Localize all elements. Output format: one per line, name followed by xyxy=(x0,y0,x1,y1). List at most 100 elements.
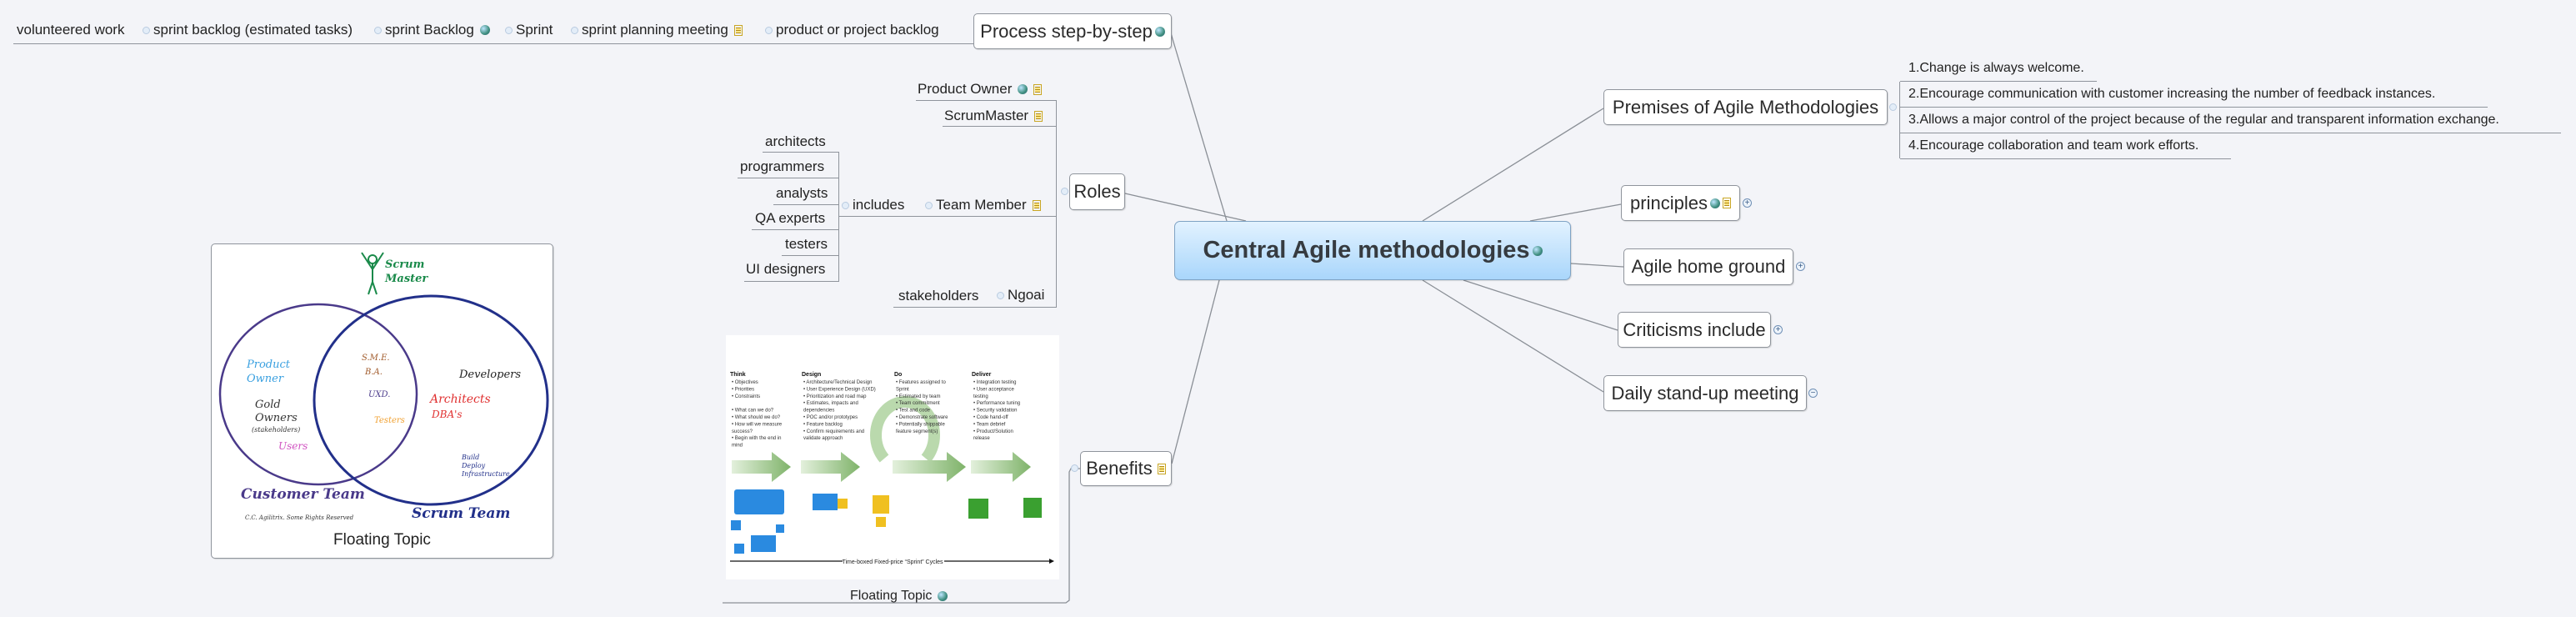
note-icon[interactable] xyxy=(1032,199,1041,211)
column-bullet: • Team debrief xyxy=(973,422,1006,427)
underline xyxy=(893,307,1057,308)
role-team-member[interactable]: Team Member xyxy=(925,197,1041,213)
collapse-icon[interactable] xyxy=(925,201,933,209)
step-sprint[interactable]: Sprint xyxy=(505,22,553,38)
topic-label: Agile home ground xyxy=(1631,256,1786,277)
underline xyxy=(773,204,839,205)
step-label: sprint backlog (estimated tasks) xyxy=(153,22,353,38)
pic-text: C.C. Agilitrix. Some Rights Reserved xyxy=(245,514,354,521)
member-programmers[interactable]: programmers xyxy=(740,158,824,175)
column-bullet: • Demonstrate software xyxy=(896,415,948,420)
step-product-backlog[interactable]: product or project backlog xyxy=(765,22,939,38)
pic-text: UXD. xyxy=(368,390,390,399)
topic-label: principles xyxy=(1630,192,1708,213)
topic-benefits[interactable]: Benefits xyxy=(1080,451,1172,486)
floating-topic-label: Floating Topic xyxy=(850,589,933,603)
member-label: analysts xyxy=(776,185,828,201)
process-branch-line xyxy=(13,43,973,44)
topic-agile-home-ground[interactable]: Agile home ground xyxy=(1623,248,1793,285)
note-icon[interactable] xyxy=(733,24,743,36)
collapse-icon[interactable] xyxy=(374,26,382,34)
expand-icon[interactable]: + xyxy=(1743,198,1752,208)
column-bullet: Sprint xyxy=(896,387,909,392)
expand-icon[interactable]: + xyxy=(1773,325,1783,334)
column-bullet: • Objectives xyxy=(732,380,758,385)
collapse-icon[interactable] xyxy=(765,26,773,34)
note-icon[interactable] xyxy=(1034,110,1043,122)
collapse-icon[interactable] xyxy=(1071,464,1078,472)
topic-roles[interactable]: Roles xyxy=(1069,173,1125,210)
collapse-icon[interactable] xyxy=(842,201,849,209)
member-testers[interactable]: testers xyxy=(785,236,828,253)
note-icon[interactable] xyxy=(1033,83,1043,95)
column-bullet: • Prioritization and road map xyxy=(803,394,867,399)
topic-process-step-by-step[interactable]: Process step-by-step xyxy=(973,13,1172,49)
agile-cycle-picture: Think• Objectives• Priorities• Constrain… xyxy=(726,335,1059,579)
role-label: Product Owner xyxy=(918,81,1013,97)
role-scrummaster[interactable]: ScrumMaster xyxy=(944,108,1043,124)
member-ui-designers[interactable]: UI designers xyxy=(746,261,825,278)
globe-icon xyxy=(938,591,948,601)
underline xyxy=(763,152,839,153)
globe-icon xyxy=(1709,198,1720,208)
collapse-icon[interactable] xyxy=(505,26,513,34)
collapse-icon[interactable] xyxy=(997,291,1004,299)
column-bullet: • Test and code xyxy=(896,409,931,414)
expand-icon[interactable]: + xyxy=(1796,262,1805,271)
members-bracket xyxy=(838,152,839,281)
collapse-icon[interactable]: − xyxy=(1808,389,1818,398)
role-product-owner[interactable]: Product Owner xyxy=(918,81,1043,98)
collapse-icon[interactable] xyxy=(1889,103,1897,111)
pic-text: Customer Team xyxy=(241,486,365,503)
member-qa-experts[interactable]: QA experts xyxy=(755,210,825,227)
premise-item-4[interactable]: 4.Encourage collaboration and team work … xyxy=(1908,138,2198,153)
member-label: QA experts xyxy=(755,210,826,226)
role-ngoai[interactable]: Ngoai xyxy=(997,287,1044,303)
step-sprint-backlog-estimated[interactable]: sprint backlog (estimated tasks) xyxy=(143,22,353,38)
premise-item-1[interactable]: 1.Change is always welcome. xyxy=(1908,61,2084,76)
pic-text: B.A. xyxy=(364,368,383,377)
includes-node[interactable]: includes xyxy=(842,197,904,213)
note-icon[interactable] xyxy=(1157,463,1166,474)
premises-bracket xyxy=(1899,82,1900,158)
topic-criticisms-include[interactable]: Criticisms include xyxy=(1618,312,1771,348)
topic-premises[interactable]: Premises of Agile Methodologies xyxy=(1603,89,1888,125)
globe-icon xyxy=(479,25,490,35)
underline xyxy=(1900,158,2231,159)
stakeholders-node[interactable]: stakeholders xyxy=(898,288,978,304)
timeline-label: Time-boxed Fixed-price “Sprint” Cycles xyxy=(842,559,943,565)
connector-roles xyxy=(1124,193,1247,222)
globe-icon xyxy=(1532,245,1543,256)
member-analysts[interactable]: analysts xyxy=(776,185,828,202)
phase-arrow xyxy=(732,452,791,482)
collapse-icon[interactable] xyxy=(571,26,578,34)
topic-label: Roles xyxy=(1073,181,1121,202)
customer-team-circle xyxy=(218,303,418,486)
collapse-icon[interactable] xyxy=(1061,188,1068,195)
premise-item-3[interactable]: 3.Allows a major control of the project … xyxy=(1908,113,2499,128)
globe-icon xyxy=(1018,84,1028,94)
column-bullet: • Team commitment xyxy=(896,401,940,406)
premise-item-2[interactable]: 2.Encourage communication with customer … xyxy=(1908,87,2435,102)
floating-topic-2[interactable]: Floating Topic xyxy=(850,589,948,604)
member-architects[interactable]: architects xyxy=(765,133,826,150)
central-topic[interactable]: Central Agile methodologies xyxy=(1174,221,1571,280)
step-sprint-planning-meeting[interactable]: sprint planning meeting xyxy=(571,22,743,38)
underline xyxy=(838,216,1057,217)
globe-icon xyxy=(1154,26,1165,37)
column-bullet: • Security validation xyxy=(973,409,1017,414)
pic-text: Testers xyxy=(374,416,405,425)
note-icon[interactable] xyxy=(1722,198,1731,208)
premise-label: 3.Allows a major control of the project … xyxy=(1908,113,2499,127)
step-label: product or project backlog xyxy=(776,22,939,38)
pic-text: Scrum Team xyxy=(412,505,510,522)
collapse-icon[interactable] xyxy=(143,26,150,34)
topic-principles[interactable]: principles xyxy=(1621,185,1740,221)
column-bullet: • User acceptance xyxy=(973,387,1014,392)
pic-text: Master xyxy=(384,273,428,285)
step-volunteered-work[interactable]: volunteered work xyxy=(17,22,124,38)
topic-daily-standup[interactable]: Daily stand-up meeting xyxy=(1603,375,1807,411)
step-sprint-backlog[interactable]: sprint Backlog xyxy=(374,22,490,38)
